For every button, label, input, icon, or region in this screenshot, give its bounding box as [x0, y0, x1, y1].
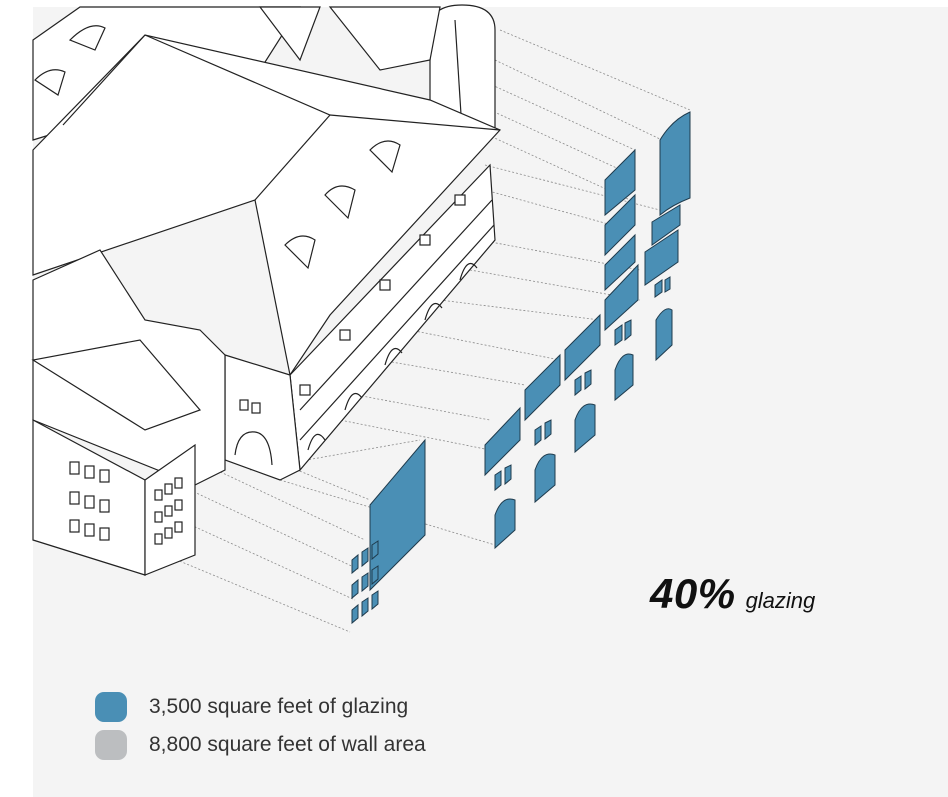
legend-item-glazing: 3,500 square feet of glazing [95, 688, 426, 726]
glazing-ratio-headline: 40% glazing [650, 570, 815, 618]
glazing-percent: 40% [650, 570, 736, 617]
legend: 3,500 square feet of glazing 8,800 squar… [95, 688, 426, 764]
left-building [31, 249, 226, 576]
legend-label-glazing: 3,500 square feet of glazing [149, 695, 409, 718]
glazing-swatch [95, 692, 127, 722]
wall-swatch [95, 730, 127, 760]
glazing-panels [351, 111, 691, 625]
legend-label-wall: 8,800 square feet of wall area [149, 733, 426, 756]
main-building [32, 4, 502, 481]
glazing-word: glazing [745, 588, 816, 613]
legend-item-wall: 8,800 square feet of wall area [95, 726, 426, 764]
